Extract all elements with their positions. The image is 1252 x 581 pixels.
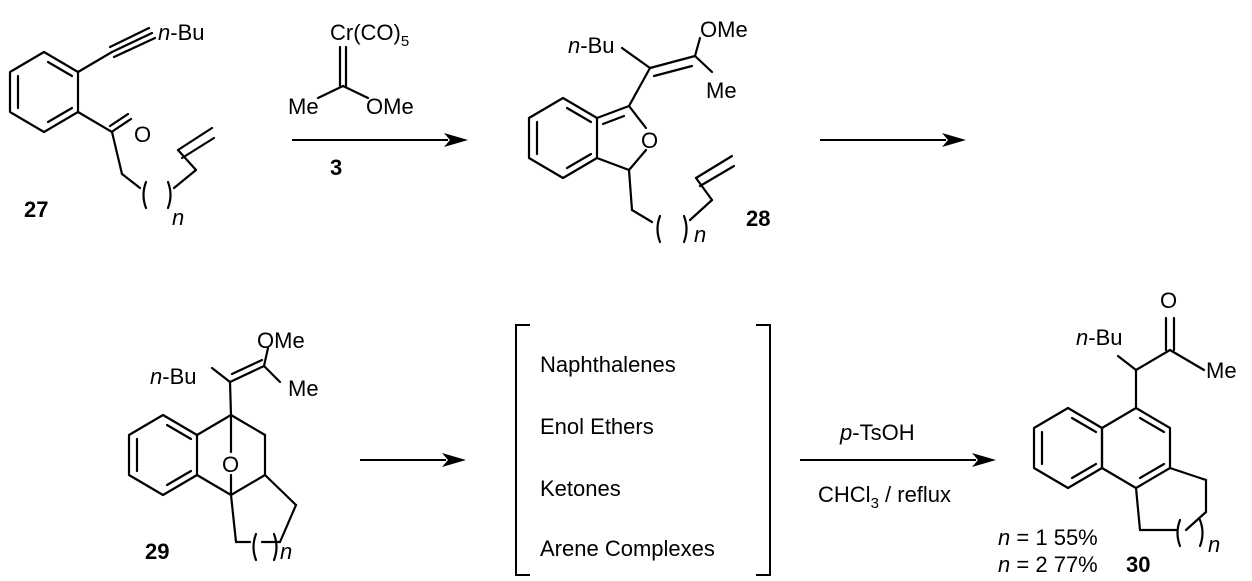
chain-index-n: n xyxy=(694,222,706,247)
compound-number-27: 27 xyxy=(24,197,48,222)
methoxy-label: OMe xyxy=(257,328,305,353)
bridge-oxygen-label: O xyxy=(222,452,239,477)
compound-29: n-Bu OMe Me O n 29 xyxy=(127,328,319,564)
reaction-arrow-4: p-TsOH CHCl3 / reflux xyxy=(800,420,996,512)
reaction-arrow-3 xyxy=(360,453,466,467)
n-butyl-label: n-Bu xyxy=(568,33,615,58)
solvent-condition: CHCl3 / reflux xyxy=(818,482,951,512)
compound-number-29: 29 xyxy=(145,539,169,564)
compound-number-30: 30 xyxy=(1126,552,1150,577)
ketone-oxygen-label: O xyxy=(1160,288,1177,313)
methoxy-label: OMe xyxy=(366,94,414,119)
yield-n1: n = 1 55% xyxy=(998,525,1098,550)
intermediate-enol-ethers: Enol Ethers xyxy=(540,414,654,439)
chain-index-n: n xyxy=(172,205,184,230)
ketone-oxygen-label: O xyxy=(134,122,151,147)
n-butyl-label: n-Bu xyxy=(150,364,197,389)
compound-number-28: 28 xyxy=(746,206,770,231)
intermediate-arene-complexes: Arene Complexes xyxy=(540,536,715,561)
intermediate-ketones: Ketones xyxy=(540,476,621,501)
reaction-arrow-2 xyxy=(820,133,966,147)
chromium-carbonyl-label: Cr(CO)5 xyxy=(330,20,409,50)
acid-condition: p-TsOH xyxy=(839,420,915,445)
methyl-label: Me xyxy=(1206,358,1237,383)
reagent-number-3: 3 xyxy=(330,155,342,180)
yield-n2: n = 2 77% xyxy=(998,552,1098,577)
compound-30: O n-Bu Me n 30 n = 1 55% n = 2 77% xyxy=(998,288,1237,577)
n-butyl-label: n-Bu xyxy=(158,20,205,45)
compound-28: n-Bu OMe Me O n 28 xyxy=(527,17,770,247)
reaction-arrow-1 xyxy=(292,133,468,147)
reagent-3: Cr(CO)5 Me OMe 3 xyxy=(288,20,414,180)
chain-index-n: n xyxy=(280,539,292,564)
methyl-label: Me xyxy=(288,376,319,401)
compound-27: n-Bu O n 27 xyxy=(8,20,216,230)
n-butyl-label: n-Bu xyxy=(1076,325,1123,350)
methyl-label: Me xyxy=(706,78,737,103)
intermediates-bracket: Naphthalenes Enol Ethers Ketones Arene C… xyxy=(515,324,771,576)
furan-oxygen-label: O xyxy=(641,128,658,153)
chain-index-n: n xyxy=(1208,532,1220,557)
methyl-label: Me xyxy=(288,94,319,119)
intermediate-naphthalenes: Naphthalenes xyxy=(540,352,676,377)
methoxy-label: OMe xyxy=(700,17,748,42)
